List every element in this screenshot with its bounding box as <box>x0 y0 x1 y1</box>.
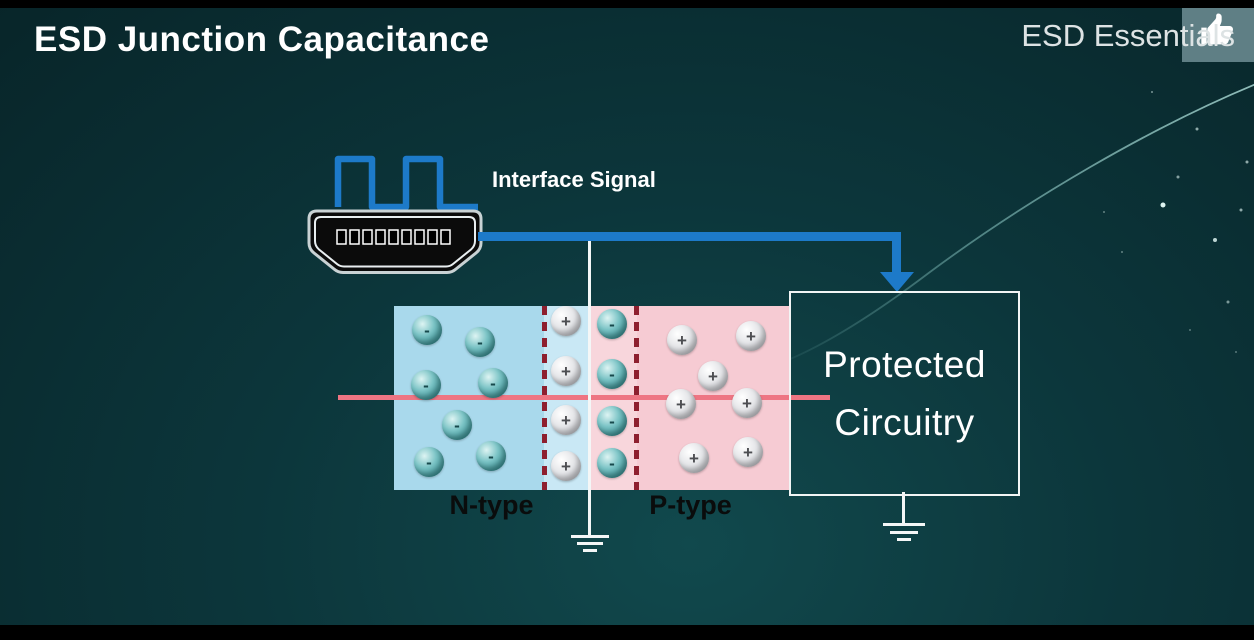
arrow-down-icon <box>880 272 914 292</box>
star-dot <box>1226 300 1230 304</box>
square-wave-icon <box>334 155 478 211</box>
electron-sphere: - <box>412 315 442 345</box>
star-dot <box>1245 160 1249 164</box>
interface-signal-label: Interface Signal <box>492 167 656 192</box>
hole-sphere: + <box>698 361 728 391</box>
electron-sphere: - <box>597 448 627 478</box>
electron-sphere: - <box>411 370 441 400</box>
signal-wire-vertical <box>892 232 901 274</box>
junction-signal-line <box>338 395 830 400</box>
electron-sphere: - <box>597 359 627 389</box>
ground-icon <box>583 549 597 552</box>
hole-sphere: + <box>551 306 581 336</box>
star-dot <box>1189 329 1191 331</box>
hole-sphere: + <box>732 388 762 418</box>
protected-line1: Protected <box>823 344 986 386</box>
like-button[interactable] <box>1182 0 1254 62</box>
hole-sphere: + <box>551 451 581 481</box>
star-dot <box>1235 351 1237 353</box>
ground-icon <box>890 531 918 534</box>
electron-sphere: - <box>597 406 627 436</box>
ground-icon <box>883 523 925 526</box>
electron-sphere: - <box>476 441 506 471</box>
signal-wire-horizontal <box>478 232 899 241</box>
protected-line2: Circuitry <box>834 401 975 443</box>
star-dot <box>1160 202 1166 208</box>
electron-sphere: - <box>442 410 472 440</box>
star-dot <box>1239 208 1243 212</box>
hole-sphere: + <box>667 325 697 355</box>
star-dot <box>1121 251 1123 253</box>
hole-sphere: + <box>736 321 766 351</box>
thumbs-up-icon <box>1201 13 1233 45</box>
n-type-label: N-type <box>449 490 534 520</box>
star-dot <box>1103 211 1105 213</box>
hole-sphere: + <box>666 389 696 419</box>
hdmi-connector-icon <box>307 209 483 274</box>
hole-sphere: + <box>551 405 581 435</box>
hole-sphere: + <box>551 356 581 386</box>
electron-sphere: - <box>478 368 508 398</box>
star-dot <box>1151 91 1153 93</box>
hole-sphere: + <box>733 437 763 467</box>
junction-center-wire <box>588 236 591 535</box>
top-letterbox-bar <box>0 0 1254 8</box>
hole-sphere: + <box>679 443 709 473</box>
electron-sphere: - <box>597 309 627 339</box>
page-title: ESD Junction Capacitance <box>34 20 490 59</box>
electron-sphere: - <box>465 327 495 357</box>
bottom-letterbox-bar <box>0 625 1254 640</box>
star-dot <box>1176 175 1180 179</box>
ground-icon <box>571 535 609 538</box>
protected-ground-wire <box>902 492 905 523</box>
star-dot <box>1195 127 1199 131</box>
electron-sphere: - <box>414 447 444 477</box>
ground-icon <box>897 538 911 541</box>
brand-label: ESD Essentials <box>1021 18 1235 53</box>
star-dot <box>1213 238 1217 242</box>
p-type-label: P-type <box>649 490 732 520</box>
protected-circuitry-box: Protected Circuitry <box>789 291 1020 496</box>
ground-icon <box>577 542 603 545</box>
